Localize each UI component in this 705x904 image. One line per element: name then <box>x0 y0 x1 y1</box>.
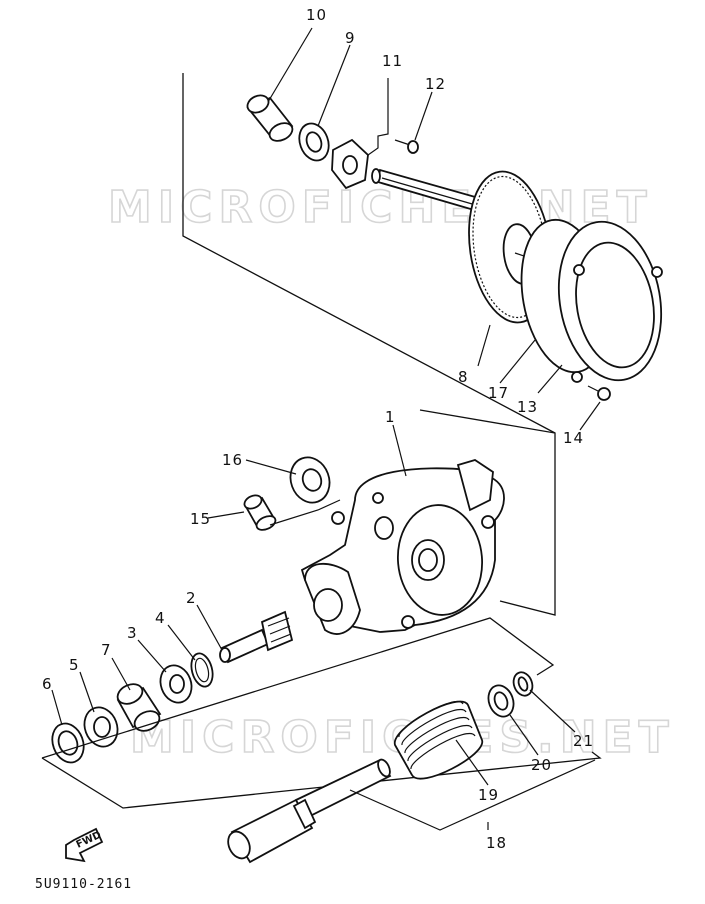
callout-15: 15 <box>190 510 211 528</box>
bearing-9 <box>298 122 330 162</box>
washer-20 <box>487 684 515 718</box>
callout-17: 17 <box>488 384 509 402</box>
collar-7 <box>116 683 162 732</box>
oil-seal-6 <box>51 722 85 764</box>
callout-10: 10 <box>306 6 327 24</box>
top-assembly-frame <box>182 73 556 434</box>
callout-7: 7 <box>101 641 112 659</box>
callout-2: 2 <box>186 589 197 607</box>
collar-15 <box>243 494 277 531</box>
drive-shaft-18 <box>227 758 392 864</box>
callout-9: 9 <box>345 29 356 47</box>
leader-lines <box>51 27 601 786</box>
spring-19 <box>394 700 483 780</box>
callout-1: 1 <box>385 408 396 426</box>
part-code: 5U9110-2161 <box>35 877 132 892</box>
callout-5: 5 <box>69 656 80 674</box>
callout-11: 11 <box>382 52 403 70</box>
callout-20: 20 <box>531 756 552 774</box>
callout-6: 6 <box>42 675 53 693</box>
bolt-14 <box>587 385 611 401</box>
pinion-gear-2 <box>219 610 294 664</box>
group-bracket-18 <box>349 759 596 831</box>
ring-4 <box>190 652 214 688</box>
cover-and-gasket <box>520 218 663 383</box>
callout-13: 13 <box>517 398 538 416</box>
callout-18: 18 <box>486 834 507 852</box>
callout-8: 8 <box>458 368 469 386</box>
gear-case-housing <box>300 459 505 635</box>
screw-12 <box>394 139 419 154</box>
callout-16: 16 <box>222 451 243 469</box>
collar-10 <box>246 94 294 142</box>
callout-12: 12 <box>425 75 446 93</box>
callout-4: 4 <box>155 609 166 627</box>
fwd-arrow-icon: FWD <box>65 827 104 863</box>
callout-21: 21 <box>573 732 594 750</box>
middle-frame <box>269 409 556 616</box>
bearing-16 <box>289 456 331 504</box>
callout-14: 14 <box>563 429 584 447</box>
bearing-3 <box>159 664 193 704</box>
callout-19: 19 <box>478 786 499 804</box>
plate-11 <box>331 78 389 190</box>
callout-numbers: 10 9 11 12 8 17 13 14 1 16 15 2 4 3 7 5 … <box>42 6 594 852</box>
washer-21 <box>512 671 534 697</box>
callout-3: 3 <box>127 624 138 642</box>
